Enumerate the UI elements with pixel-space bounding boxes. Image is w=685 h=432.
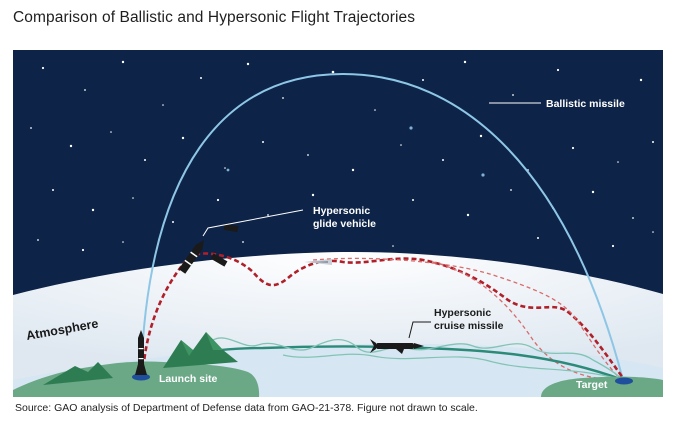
launch-rocket-icon [135, 330, 147, 375]
figure-title: Comparison of Ballistic and Hypersonic F… [13, 9, 416, 26]
trajectory-diagram: Ballistic missile Hypersonic glide vehic… [13, 50, 663, 397]
glide-leader [202, 209, 304, 237]
launch-pad [132, 373, 150, 381]
ballistic-missile-label: Ballistic missile [546, 98, 625, 110]
glide-trajectory-alt2 [432, 261, 622, 381]
cruise-missile-icon [370, 339, 424, 354]
source-note: Source: GAO analysis of Department of De… [15, 402, 478, 414]
cruise-missile-label-line2: cruise missile [434, 320, 504, 332]
target-label: Target [576, 379, 608, 391]
cruise-leader [408, 321, 431, 339]
glide-trajectory-alt [312, 257, 622, 381]
nose-cone-icon [223, 223, 239, 233]
cruise-wavy-path-2 [282, 353, 624, 381]
target-marker [615, 377, 633, 385]
glide-booster-icon [178, 240, 204, 274]
separated-stage-icon [210, 253, 228, 267]
faint-stars [226, 126, 485, 177]
glide-vehicle-icon [304, 259, 332, 265]
glide-vehicle-label-line2: glide vehicle [313, 218, 376, 230]
mountain-highlight [181, 332, 223, 356]
launch-site-label: Launch site [159, 373, 218, 385]
cruise-missile-label-line1: Hypersonic [434, 307, 491, 319]
mountain-left [43, 362, 113, 385]
glide-trajectory [141, 252, 625, 379]
ballistic-trajectory [140, 72, 624, 381]
glide-vehicle-label-line1: Hypersonic [313, 205, 370, 217]
